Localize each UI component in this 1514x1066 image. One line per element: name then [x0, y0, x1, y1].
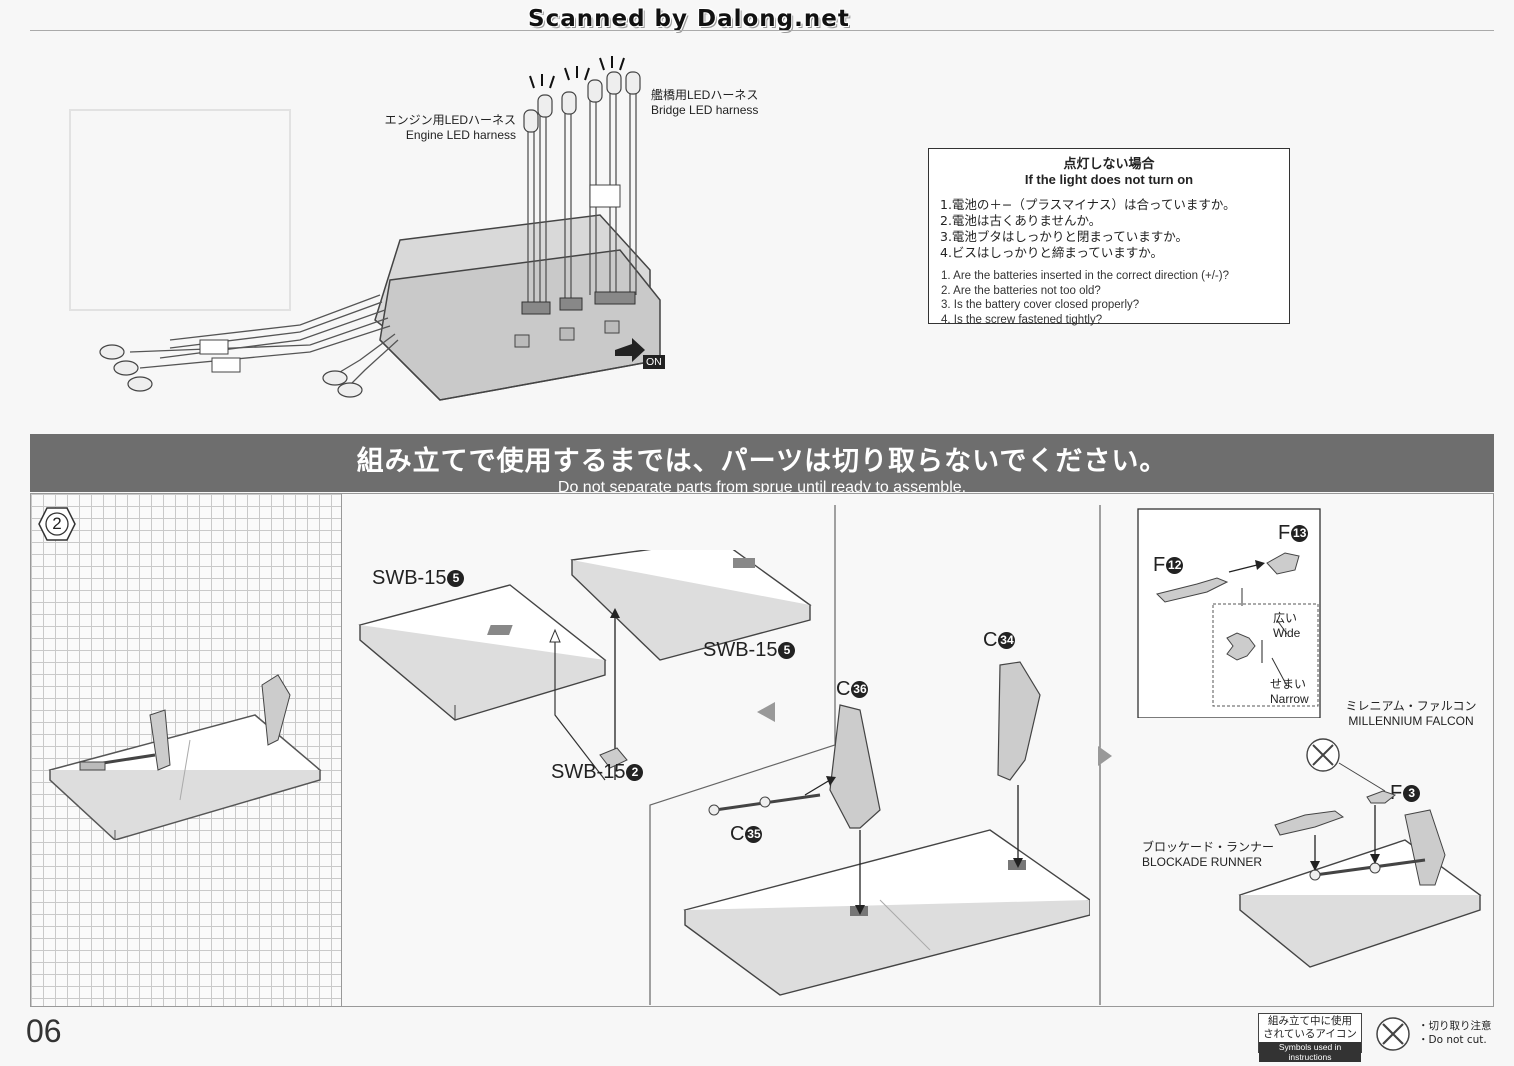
part-code: SWB-15 [372, 567, 447, 589]
stand-arms-assembly [683, 661, 1090, 996]
blockade-runner-label: ブロッケード・ランナー BLOCKADE RUNNER [1142, 840, 1274, 870]
troubleshooting-box: 点灯しない場合 If the light does not turn on 1.… [928, 148, 1290, 326]
column-divider-1 [649, 505, 836, 1005]
falcon-label-en: MILLENNIUM FALCON [1348, 714, 1474, 728]
flow-arrow-2-icon [1098, 746, 1112, 766]
trouble-item-jp: 2.電池は古くありませんか。 [940, 213, 1102, 228]
wide-label: 広い Wide [1273, 611, 1300, 641]
trouble-item-jp: 4.ビスはしっかりと締まっていますか。 [940, 245, 1164, 260]
bridge-harness-label-jp: 艦橋用LEDハーネス [651, 88, 759, 102]
step-number-badge [38, 507, 76, 541]
narrow-label-en: Narrow [1270, 692, 1309, 706]
trouble-title-en: If the light does not turn on [1024, 172, 1194, 187]
legend-title-en: Symbols used in instructions [1259, 1042, 1361, 1062]
trouble-list-jp: 1.電池の＋−（プラスマイナス）は合っていますか。 2.電池は古くありませんか。… [940, 197, 1289, 261]
legend-title-box: 組み立て中に使用 されているアイコン Symbols used in instr… [1258, 1013, 1362, 1062]
part-number-badge: 12 [1166, 557, 1184, 574]
trouble-item-en: 1. Are the batteries inserted in the cor… [941, 270, 1229, 282]
bridge-harness-label: 艦橋用LEDハーネス Bridge LED harness [651, 88, 758, 118]
completed-stand-illustration [48, 674, 322, 840]
final-stand-illustration [1238, 738, 1482, 968]
part-code: SWB-15 [551, 761, 626, 783]
part-code: F [1153, 554, 1166, 576]
bridge-harness-label-en: Bridge LED harness [651, 103, 759, 117]
do-not-cut-icon [1376, 1017, 1410, 1051]
engine-harness-label: エンジン用LEDハーネス Engine LED harness [366, 113, 516, 143]
page-number: 06 [26, 1013, 62, 1049]
sprue-warning-banner: 組み立てで使用するまでは、パーツは切り取らないでください。 Do not sep… [30, 434, 1494, 496]
runner-label-en: BLOCKADE RUNNER [1142, 855, 1263, 869]
trouble-item-en: 4. Is the screw fastened tightly? [941, 314, 1103, 327]
part-number-badge: 13 [1291, 525, 1309, 542]
part-code: C [836, 678, 851, 700]
ship-detail-box [1137, 508, 1321, 718]
falcon-label-jp: ミレニアム・ファルコン [1345, 699, 1477, 713]
trouble-item-jp: 1.電池の＋−（プラスマイナス）は合っていますか。 [940, 197, 1236, 212]
base-plate-assembly [358, 550, 812, 781]
part-number-badge: 36 [851, 681, 869, 698]
engine-harness-label-en: Engine LED harness [405, 128, 516, 142]
runner-label-jp: ブロッケード・ランナー [1142, 840, 1275, 854]
legend-note-en: ・Do not cut. [1418, 1034, 1487, 1046]
legend-note-jp: ・切り取り注意 [1418, 1020, 1492, 1032]
part-number-badge: 34 [998, 632, 1016, 649]
part-code: SWB-15 [703, 639, 778, 661]
battery-box-illustration [69, 56, 661, 401]
wide-label-jp: 広い [1273, 611, 1298, 625]
part-number-badge: 35 [745, 826, 763, 843]
trouble-title-jp: 点灯しない場合 [1063, 157, 1155, 172]
part-code: C [730, 823, 745, 845]
part-number-badge: 2 [626, 764, 644, 781]
trouble-item-en: 2. Are the batteries not too old? [941, 284, 1101, 297]
part-number-badge: 5 [447, 570, 465, 587]
part-code: F [1278, 522, 1291, 544]
part-code: F [1390, 782, 1403, 804]
on-switch-badge: ON [643, 355, 665, 369]
narrow-label-jp: せまい [1270, 677, 1307, 691]
banner-text-jp: 組み立てで使用するまでは、パーツは切り取らないでください。 [356, 446, 1168, 477]
wide-label-en: Wide [1273, 626, 1301, 640]
engine-harness-label-jp: エンジン用LEDハーネス [384, 113, 516, 127]
flow-arrow-1-icon [757, 702, 775, 722]
part-code: C [983, 629, 998, 651]
step-number: 2 [52, 514, 62, 533]
symbol-legend: 組み立て中に使用 されているアイコン Symbols used in instr… [1258, 1013, 1494, 1062]
banner-text-en: Do not separate parts from sprue until r… [557, 479, 967, 496]
trouble-item-en: 3. Is the battery cover closed properly? [941, 299, 1140, 312]
scan-watermark: Scanned by Dalong.net [528, 6, 850, 32]
trouble-item-jp: 3.電池ブタはしっかりと閉まっていますか。 [940, 229, 1189, 244]
part-number-badge: 5 [778, 642, 796, 659]
part-number-badge: 3 [1403, 785, 1421, 802]
narrow-label: せまい Narrow [1270, 677, 1309, 707]
battery-panel [30, 30, 1494, 433]
falcon-label: ミレニアム・ファルコン MILLENNIUM FALCON [1340, 699, 1482, 729]
legend-title-jp-2: されているアイコン [1263, 1028, 1357, 1040]
legend-title-jp-1: 組み立て中に使用 [1268, 1015, 1352, 1027]
legend-note: ・切り取り注意 ・Do not cut. [1418, 1019, 1492, 1047]
trouble-list-en: 1. Are the batteries inserted in the cor… [941, 269, 1289, 328]
